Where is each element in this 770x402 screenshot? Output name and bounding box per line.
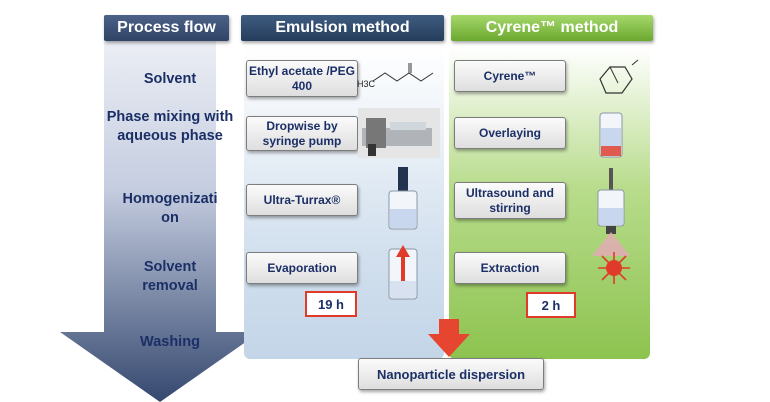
stage-phase-mixing: Phase mixing with aqueous phase [106, 109, 234, 144]
emulsion-step-solvent: Ethyl acetate /PEG 400 [246, 60, 358, 97]
nanoparticle-dispersion-box: Nanoparticle dispersion [358, 358, 544, 390]
overlaying-vial-icon [599, 112, 623, 158]
syringe-pump-photo-icon [358, 108, 440, 158]
emulsion-step-mixing: Dropwise by syringe pump [246, 116, 358, 151]
emulsion-step-removal: Evaporation [246, 252, 358, 284]
cyrene-step-solvent: Cyrene™ [454, 60, 566, 92]
emulsion-step-homogenization: Ultra-Turrax® [246, 184, 358, 216]
stage-washing: Washing [140, 334, 200, 350]
stage-solvent-removal: Solvent removal [142, 259, 198, 294]
cyrene-step-removal: Extraction [454, 252, 566, 284]
cyrene-step-mixing: Overlaying [454, 117, 566, 149]
extraction-burst-icon [598, 252, 630, 284]
evaporation-beaker-icon [388, 245, 418, 300]
ethyl-acetate-structure-icon: H3C [357, 63, 434, 89]
ultrasound-vial-icon [592, 168, 630, 256]
svg-text:H3C: H3C [357, 79, 376, 89]
stage-solvent: Solvent [143, 71, 197, 87]
ultra-turrax-beaker-icon [388, 167, 418, 230]
emulsion-time-badge: 19 h [305, 291, 357, 317]
cyrene-step-homogenization: Ultrasound and stirring [454, 182, 566, 219]
cyrene-time-badge: 2 h [526, 292, 576, 318]
stage-homogenization: Homogenizati on [122, 191, 218, 226]
header-process-flow: Process flow [104, 15, 229, 41]
cyrene-structure-icon [599, 59, 639, 94]
process-flow-arrow [60, 15, 260, 402]
header-cyrene-method: Cyrene™ method [451, 15, 653, 41]
result-down-arrow-icon [428, 319, 470, 357]
header-emulsion-method: Emulsion method [241, 15, 444, 41]
